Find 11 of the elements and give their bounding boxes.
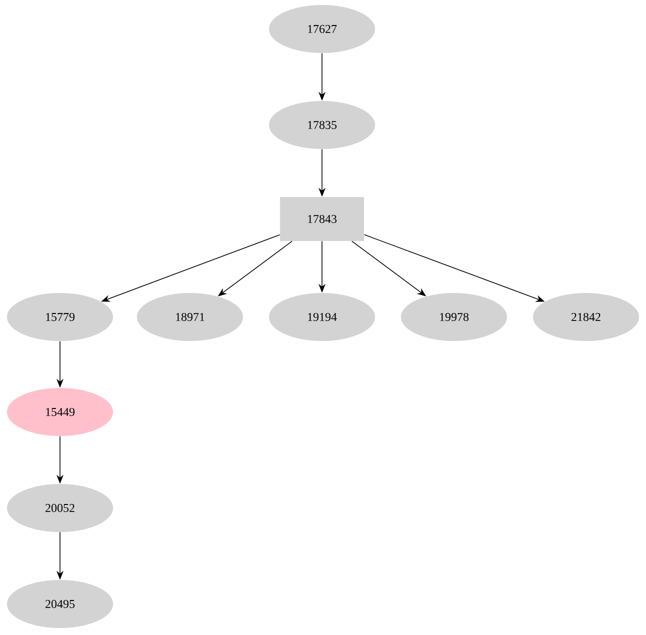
ellipse-node: 20495 [7,580,113,628]
box-node: 17843 [280,197,364,241]
ellipse-node: 19194 [269,293,375,341]
ellipse-node: 19978 [401,293,507,341]
ellipse-node: 20052 [7,484,113,532]
ellipse-node: 15779 [7,293,113,341]
ellipse-node: 15449 [7,388,113,436]
ellipse-node: 17835 [269,101,375,149]
ellipse-node: 17627 [269,5,375,53]
ellipse-node: 21842 [533,293,639,341]
ellipse-node: 18971 [137,293,243,341]
